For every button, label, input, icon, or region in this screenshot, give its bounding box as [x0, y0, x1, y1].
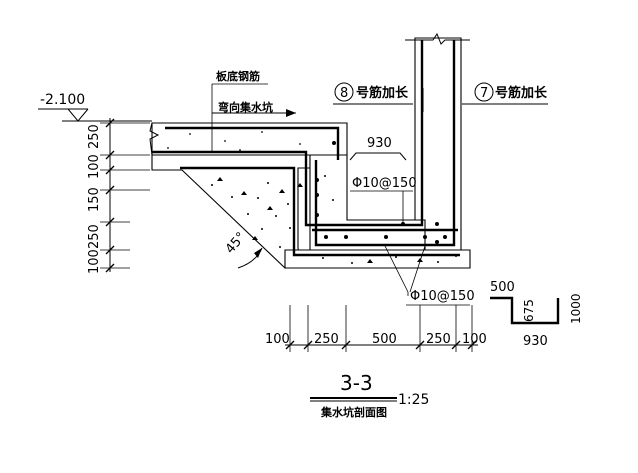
- rebar-8-number: 8: [340, 86, 348, 101]
- rebar-dots: [315, 141, 447, 244]
- slab-bottom-rebar-label: 板底钢筋: [216, 69, 260, 83]
- section-scale: 1:25: [398, 392, 429, 408]
- bottom-dim-500: 500: [372, 332, 397, 347]
- slab-break-line: [149, 122, 160, 156]
- drawing-title: 3-3 1:25 集水坑剖面图: [310, 371, 429, 419]
- top-span-text: 930: [367, 136, 392, 151]
- angle-text: 45°: [223, 230, 249, 257]
- bottom-dimension-chain: 100 250 500 250 100: [265, 305, 487, 352]
- slab-rebar-callout: 板底钢筋 弯向集水坑: [211, 69, 296, 152]
- lower-rebar-callout: Φ10@150: [384, 245, 475, 306]
- rebar-7-label: 7 号筋加长: [453, 82, 548, 112]
- rebar-8-text: 号筋加长: [356, 85, 409, 101]
- rebar-7-text: 号筋加长: [495, 85, 548, 101]
- left-dim-150: 150: [87, 187, 102, 212]
- elevation-text: -2.100: [40, 92, 85, 108]
- left-dim-250-top: 250: [87, 124, 102, 149]
- wall-break-line: [405, 32, 470, 45]
- left-dimension-chain: 250 100 150 250 100: [87, 118, 150, 274]
- rebar-8-label: 8 号筋加长: [333, 82, 424, 112]
- bottom-dim-250-left: 250: [314, 332, 339, 347]
- bent-into-pit-label: 弯向集水坑: [218, 100, 273, 114]
- left-dim-100-bottom: 100: [87, 249, 102, 274]
- top-span-callout: 930: [349, 136, 407, 161]
- elevation-marker: -2.100: [38, 92, 152, 122]
- bottom-dim-250-right: 250: [426, 332, 451, 347]
- bar-shape-sketch: 500 675 1000 930: [490, 280, 583, 349]
- rebar-lines: [152, 40, 460, 257]
- concrete-hatch: [167, 131, 457, 264]
- bar-shape-bottom: 930: [523, 334, 548, 349]
- lower-rebar-text: Φ10@150: [410, 289, 475, 304]
- bar-shape-top: 500: [490, 280, 515, 295]
- section-number: 3-3: [340, 371, 373, 395]
- left-dim-100-top: 100: [87, 154, 102, 179]
- bar-shape-total: 1000: [569, 293, 583, 324]
- section-name: 集水坑剖面图: [320, 405, 387, 419]
- left-dim-250-bottom: 250: [87, 224, 102, 249]
- bottom-dim-100-right: 100: [462, 332, 487, 347]
- upper-rebar-text: Φ10@150: [352, 176, 417, 191]
- upper-rebar-callout: Φ10@150: [350, 176, 417, 225]
- rebar-7-number: 7: [480, 86, 488, 101]
- bar-shape-side: 675: [522, 299, 536, 322]
- bottom-dim-100-left: 100: [265, 332, 290, 347]
